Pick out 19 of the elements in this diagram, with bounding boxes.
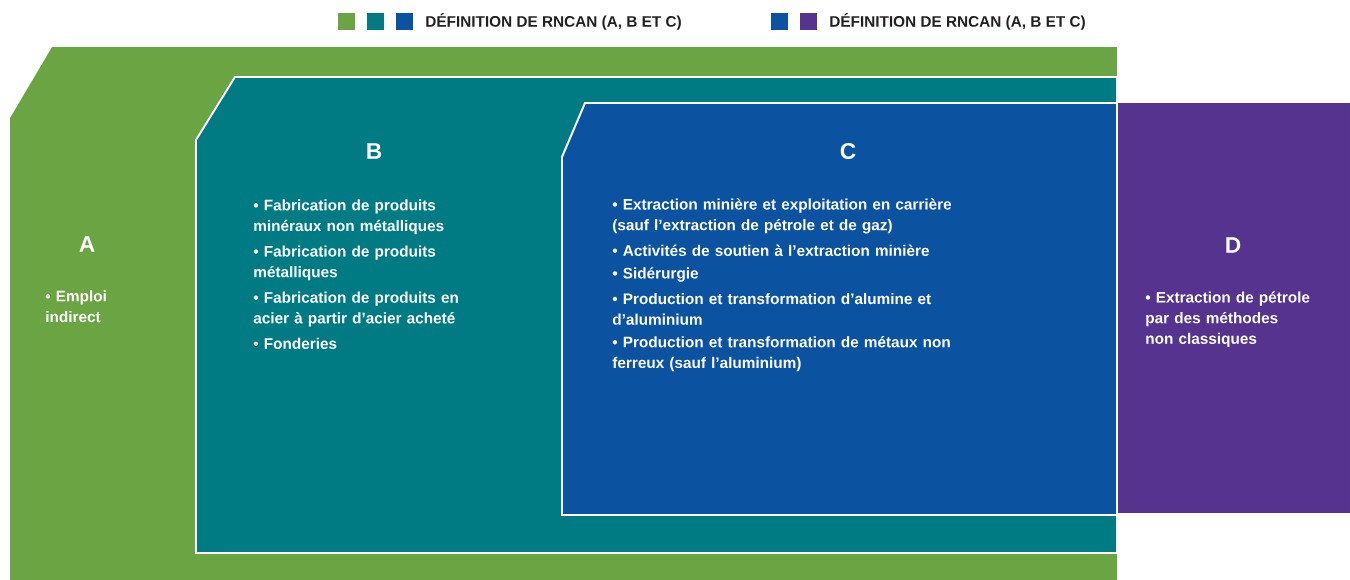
bullet-item: • Fonderies	[253, 337, 337, 349]
bullet-item: • Sidérurgie	[612, 267, 699, 282]
bullet-item: • Production et transformation d’alumine et d’aluminium	[612, 292, 931, 325]
bullet-item: • Emploi indirect	[45, 290, 106, 323]
legend-label: DÉFINITION DE RNCAN (A, B ET C)	[830, 13, 1085, 30]
sector-box	[561, 102, 1118, 516]
sector-letter: B	[367, 143, 382, 159]
bullet-item: • Production et transformation de métaux non ferreux (sauf l’aluminium)	[612, 336, 950, 372]
bullet-item: • Fabrication de produits minéraux non métalliques	[253, 199, 444, 235]
sector-letter: A	[79, 236, 95, 252]
bullet-item: • Extraction de pétrole par des méthodes non classiques	[1145, 291, 1310, 347]
sector-letter: C	[840, 142, 856, 160]
bullet-item: • Fabrication de produits en acier à partir d’acier acheté	[253, 291, 458, 327]
bullet-item: • Extraction minière et exploitation en carrière (sauf l’extraction de pétrole et de gaz)	[612, 198, 952, 234]
legend-label: DÉFINITION DE RNCAN (A, B ET C)	[426, 13, 681, 30]
sector-letter: D	[1226, 237, 1241, 253]
bullet-item: • Fabrication de produits métalliques	[253, 245, 436, 281]
bullet-item: • Activités de soutien à l’extraction minière	[612, 244, 929, 256]
sector-box	[1118, 103, 1350, 513]
